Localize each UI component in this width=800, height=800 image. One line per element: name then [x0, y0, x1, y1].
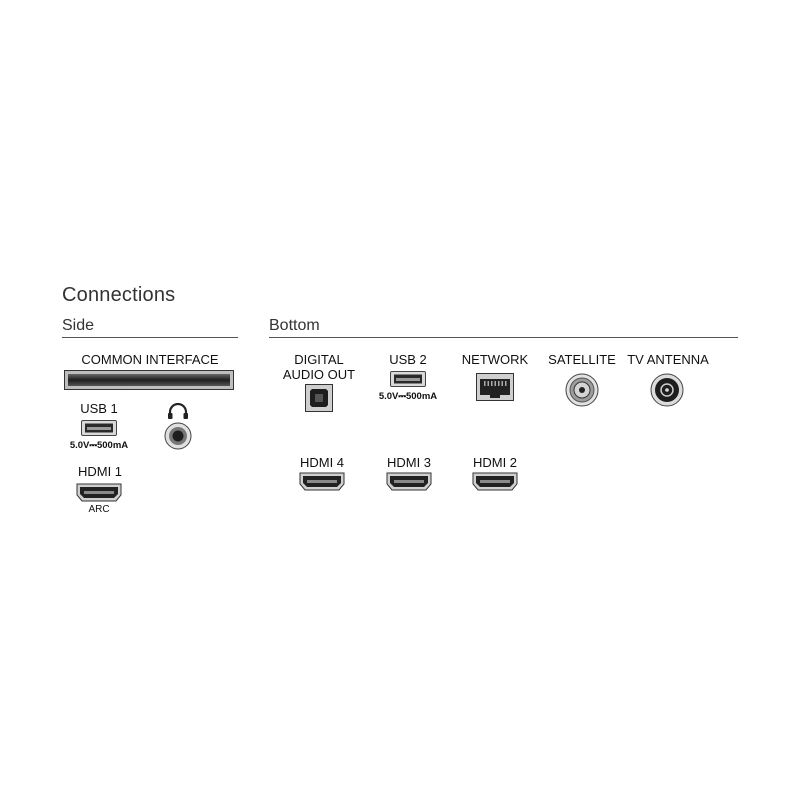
usb1-spec: 5.0V⎓500mA: [69, 440, 129, 451]
hdmi3-label: HDMI 3: [386, 455, 432, 470]
hdmi1-port-icon: [76, 483, 122, 502]
usb2-spec: 5.0V⎓500mA: [378, 391, 438, 402]
hdmi2-port-icon: [472, 472, 518, 491]
satellite-label: SATELLITE: [548, 352, 616, 367]
digital-audio-out-label-line1: DIGITAL: [294, 352, 344, 367]
section-bottom-title: Bottom: [269, 317, 320, 334]
hdmi4-label: HDMI 4: [299, 455, 345, 470]
headphone-jack-icon: [164, 422, 192, 450]
hdmi1-arc-label: ARC: [88, 504, 110, 515]
usb1-port-icon: [81, 420, 117, 436]
ethernet-port-icon: [476, 373, 514, 401]
hdmi1-label: HDMI 1: [77, 464, 123, 479]
section-side-divider: [62, 337, 238, 338]
usb2-port-icon: [390, 371, 426, 387]
tv-antenna-label: TV ANTENNA: [627, 352, 709, 367]
hdmi3-port-icon: [386, 472, 432, 491]
tv-antenna-connector-icon: [650, 373, 684, 407]
common-interface-label: COMMON INTERFACE: [81, 352, 219, 367]
network-label: NETWORK: [461, 352, 529, 367]
optical-port-icon: [305, 384, 333, 412]
usb1-label: USB 1: [80, 401, 118, 416]
section-bottom-divider: [269, 337, 738, 338]
hdmi2-label: HDMI 2: [472, 455, 518, 470]
satellite-connector-icon: [565, 373, 599, 407]
headphones-icon: [167, 403, 189, 420]
usb2-label: USB 2: [389, 352, 427, 367]
common-interface-slot-icon: [64, 370, 234, 390]
hdmi4-port-icon: [299, 472, 345, 491]
page-title: Connections: [62, 284, 176, 306]
digital-audio-out-label-line2: AUDIO OUT: [282, 367, 356, 382]
section-side-title: Side: [62, 317, 95, 334]
